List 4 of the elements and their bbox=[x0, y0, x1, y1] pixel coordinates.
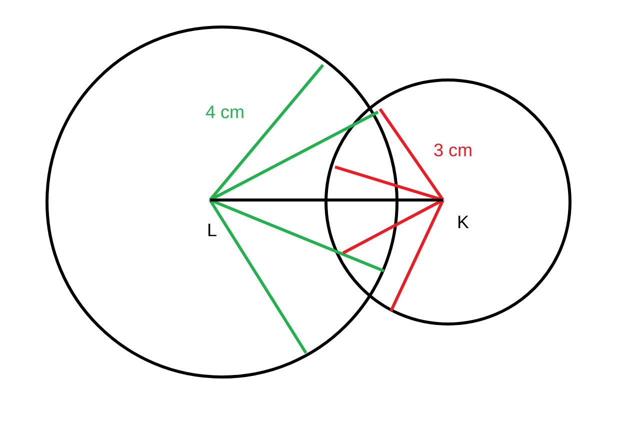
length-label: 4 cm bbox=[206, 106, 244, 118]
point-label: L bbox=[208, 224, 216, 236]
point-label: K bbox=[458, 216, 469, 228]
length-label: 3 cm bbox=[434, 144, 472, 156]
